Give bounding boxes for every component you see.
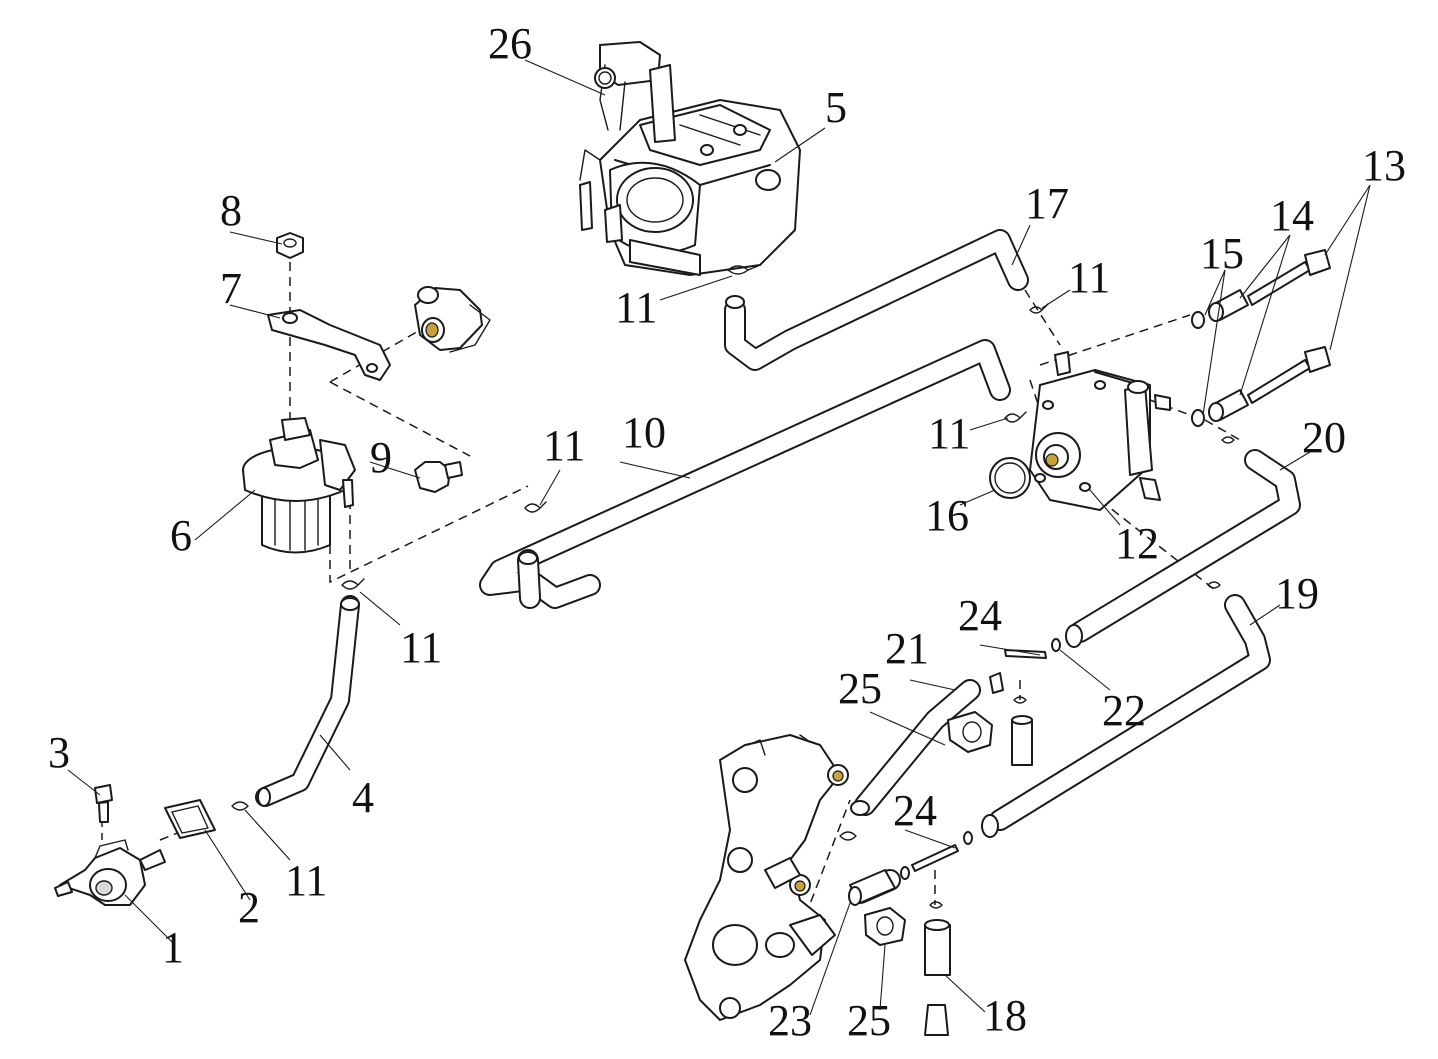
callout-22: 22 [1102,686,1146,735]
filter-element-18 [924,715,1033,1036]
hose-clamps-11 [231,265,1235,909]
gasket-2 [164,799,216,839]
o-ring-16 [989,457,1031,499]
callout-13: 13 [1362,141,1406,190]
bolts-13 [1247,249,1331,404]
bracket-7 [267,309,391,381]
clips-25 [864,711,993,946]
plug-9 [414,461,463,493]
hose-19 [981,594,1271,838]
callout-1: 1 [162,923,184,972]
callout-2: 2 [238,883,260,932]
callout-11-pump-top: 11 [1068,253,1110,302]
callout-17: 17 [1025,179,1069,228]
callout-11-hose-10: 11 [543,421,585,470]
callout-26: 26 [488,19,532,68]
callout-25-lower: 25 [847,996,891,1045]
callout-9: 9 [370,433,392,482]
hose-10 [479,339,1011,609]
callout-19: 19 [1275,569,1319,618]
callout-11-connector: 11 [285,856,327,905]
fuel-filter-6 [242,417,356,554]
callout-8: 8 [220,186,242,235]
valve-fitting [414,286,491,353]
callout-23: 23 [768,996,812,1045]
engine-bracket-plate [684,734,849,1021]
callout-20: 20 [1302,413,1346,462]
hose-21 [850,679,981,816]
leader-lines [67,59,1371,1016]
carburetor-5 [579,41,801,276]
callout-11-pump-side: 11 [928,409,970,458]
spacers-14 [1208,289,1249,422]
callout-11-filter: 11 [400,623,442,672]
callout-4: 4 [352,773,374,822]
callout-25-upper: 25 [838,664,882,713]
callout-12: 12 [1115,519,1159,568]
callout-16: 16 [925,491,969,540]
callout-numbers: 1 2 3 4 5 6 7 8 9 10 11 11 11 11 11 11 1… [48,19,1406,1045]
callout-24-upper: 24 [958,591,1002,640]
fuel-pump-12 [1029,351,1171,511]
nut-8 [276,232,304,259]
callout-18: 18 [983,991,1027,1040]
hose-17 [724,229,1029,371]
couplings-22-24 [848,638,1061,906]
bolt-3 [94,784,113,823]
callout-3: 3 [48,728,70,777]
fuel-connector-1 [54,839,166,906]
callout-21: 21 [885,624,929,673]
callout-5: 5 [825,83,847,132]
washers-15 [1191,311,1205,427]
callout-24-lower: 24 [893,786,937,835]
callout-14: 14 [1270,191,1314,240]
callout-6: 6 [170,511,192,560]
hose-4 [255,595,360,807]
hose-20 [1065,449,1301,648]
primer-solenoid-26 [594,67,616,89]
callout-15: 15 [1200,229,1244,278]
callout-11-carburetor: 11 [615,283,657,332]
callout-7: 7 [220,264,242,313]
callout-10: 10 [622,408,666,457]
